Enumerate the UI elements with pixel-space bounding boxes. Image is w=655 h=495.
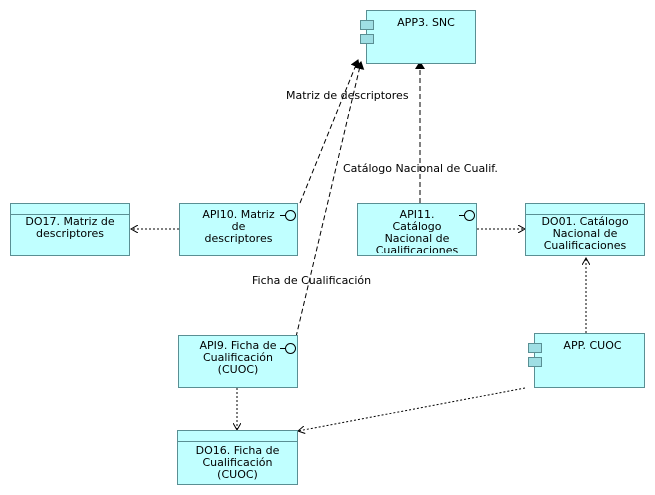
node-api10[interactable]: API10. Matriz de descriptores	[179, 203, 298, 256]
edge-label-catalogo: Catálogo Nacional de Cualif.	[343, 162, 498, 175]
node-do17[interactable]: DO17. Matriz de descriptores	[10, 203, 130, 256]
node-label: API11. Catálogo Nacional de Cualificacio…	[375, 209, 459, 253]
node-label: APP. CUOC	[563, 340, 622, 352]
node-app-cuoc[interactable]: APP. CUOC	[528, 333, 645, 388]
node-api11[interactable]: API11. Catálogo Nacional de Cualificacio…	[357, 203, 477, 256]
edge-cuoc-to-do16	[298, 387, 526, 431]
interface-icon	[459, 210, 475, 221]
node-label: APP3. SNC	[397, 17, 455, 29]
node-do16[interactable]: DO16. Ficha de Cualificación (CUOC)	[177, 430, 298, 485]
node-app3-snc[interactable]: APP3. SNC	[360, 10, 476, 64]
node-label: DO16. Ficha de Cualificación (CUOC)	[195, 445, 280, 481]
node-label: DO01. Catálogo Nacional de Cualificacion…	[541, 216, 629, 252]
node-label: API9. Ficha de Cualificación (CUOC)	[199, 340, 277, 376]
component-icon	[360, 20, 374, 46]
edge-api9-to-snc	[295, 61, 365, 338]
node-label: DO17. Matriz de descriptores	[25, 216, 115, 240]
component-icon	[528, 343, 542, 369]
interface-icon	[280, 343, 296, 354]
interface-icon	[280, 210, 296, 221]
edge-api10-to-snc	[299, 59, 361, 204]
node-api9[interactable]: API9. Ficha de Cualificación (CUOC)	[178, 335, 298, 388]
node-do01[interactable]: DO01. Catálogo Nacional de Cualificacion…	[525, 203, 645, 256]
edge-label-matriz: Matriz de descriptores	[286, 89, 409, 102]
edge-label-ficha: Ficha de Cualificación	[252, 274, 372, 287]
node-label: API10. Matriz de descriptores	[202, 209, 275, 245]
